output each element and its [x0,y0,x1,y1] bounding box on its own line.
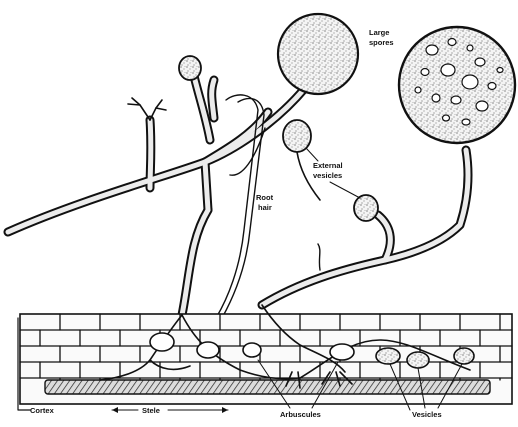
svg-text:Cortex: Cortex [30,406,55,415]
label-root-hair: Root hair [256,193,274,212]
svg-text:Stele: Stele [142,406,160,415]
svg-text:Root: Root [256,193,274,202]
svg-text:Arbuscules: Arbuscules [280,410,321,419]
svg-text:External: External [313,161,343,170]
svg-text:Large: Large [369,28,389,37]
large-spore-1 [278,14,358,94]
svg-text:Vesicles: Vesicles [412,410,442,419]
label-stele: Stele [112,406,228,415]
label-external-vesicles: External vesicles [306,148,360,198]
hyphae [8,76,468,315]
svg-text:spores: spores [369,38,394,47]
large-spore-2 [399,27,515,143]
label-large-spores: Large spores [369,28,394,47]
svg-text:vesicles: vesicles [313,171,342,180]
svg-text:hair: hair [258,203,272,212]
stele-band [45,380,490,394]
